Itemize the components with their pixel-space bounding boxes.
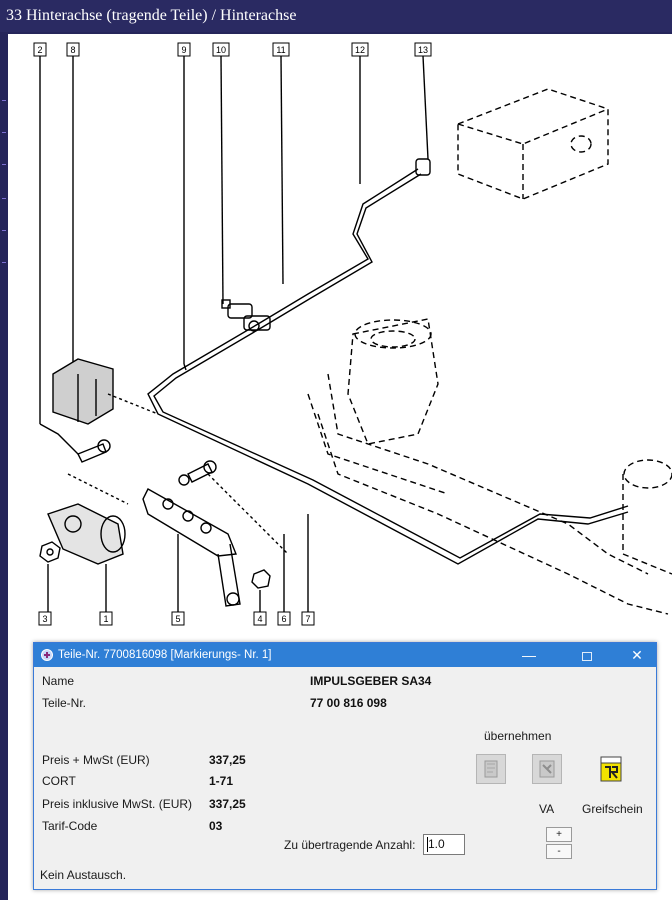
callout-label: 3 (42, 614, 47, 624)
close-icon[interactable]: ✕ (631, 647, 643, 663)
callout-8: 8 (66, 42, 80, 57)
greifschein-button[interactable] (596, 754, 626, 784)
callout-1: 1 (99, 611, 113, 626)
part-details-dialog: Teile-Nr. 7700816098 [Markierungs- Nr. 1… (33, 642, 657, 890)
name-label: Name (42, 674, 75, 688)
parts-diagram-svg: 2 8 9 10 11 12 (33, 42, 672, 626)
name-value: IMPULSGEBER SA34 (310, 674, 432, 688)
dialog-titlebar[interactable]: Teile-Nr. 7700816098 [Markierungs- Nr. 1… (34, 643, 656, 667)
strip-tick (2, 132, 6, 133)
callout-label: 8 (70, 45, 75, 55)
quantity-label: Zu übertragende Anzahl: (284, 838, 416, 852)
callout-9: 9 (177, 42, 191, 57)
cort-value: 1-71 (209, 774, 234, 788)
strip-tick (2, 100, 6, 101)
part-number-value: 77 00 816 098 (310, 696, 387, 710)
strip-tick (2, 164, 6, 165)
greifschein-icon (600, 756, 622, 782)
page-title: 33 Hinterachse (tragende Teile) / Hinter… (0, 0, 672, 32)
uebernehmen-button[interactable] (476, 754, 506, 784)
callout-2: 2 (33, 42, 47, 57)
callout-label: 7 (305, 614, 310, 624)
strip-tick (2, 230, 6, 231)
uebernehmen-icon (484, 760, 498, 778)
cort-label: CORT (42, 774, 76, 788)
price-incl-value: 337,25 (209, 797, 246, 811)
callout-label: 2 (37, 45, 42, 55)
va-button[interactable] (532, 754, 562, 784)
callout-11: 11 (272, 42, 290, 57)
callout-3: 3 (38, 611, 52, 626)
callout-6: 6 (277, 611, 291, 626)
price-label: Preis + MwSt (EUR) (42, 753, 150, 767)
callout-5: 5 (171, 611, 185, 626)
uebernehmen-label: übernehmen (484, 729, 552, 743)
price-incl-label: Preis inklusive MwSt. (EUR) (42, 797, 193, 811)
va-label: VA (539, 802, 555, 816)
quantity-input[interactable]: 1.0 (423, 834, 465, 855)
callout-7: 7 (301, 611, 315, 626)
part-number-label: Teile-Nr. (42, 696, 87, 710)
text-caret (427, 837, 428, 852)
callout-13: 13 (414, 42, 432, 57)
decrement-button[interactable]: - (546, 844, 572, 859)
callout-label: 9 (181, 45, 186, 55)
callout-label: 5 (175, 614, 180, 624)
app-icon (41, 649, 53, 661)
callout-label: 10 (216, 45, 226, 55)
callout-10: 10 (212, 42, 230, 57)
increment-button[interactable]: + (546, 827, 572, 842)
price-value: 337,25 (209, 753, 246, 767)
status-text: Kein Austausch. (40, 868, 127, 882)
callout-4: 4 (253, 611, 267, 626)
callout-label: 1 (103, 614, 108, 624)
greifschein-label: Greifschein (582, 802, 643, 816)
tarif-code-value: 03 (209, 819, 223, 833)
strip-tick (2, 262, 6, 263)
callout-label: 4 (257, 614, 262, 624)
va-icon (539, 760, 555, 778)
callout-label: 11 (276, 45, 285, 55)
callout-12: 12 (351, 42, 369, 57)
tarif-code-label: Tarif-Code (42, 819, 98, 833)
callout-label: 13 (418, 45, 428, 55)
maximize-icon[interactable] (570, 643, 604, 667)
callout-label: 6 (281, 614, 286, 624)
minimize-icon[interactable]: — (522, 647, 536, 663)
strip-tick (2, 198, 6, 199)
left-strip (0, 32, 8, 900)
callout-label: 12 (355, 45, 365, 55)
dialog-title: Teile-Nr. 7700816098 [Markierungs- Nr. 1… (58, 649, 272, 661)
